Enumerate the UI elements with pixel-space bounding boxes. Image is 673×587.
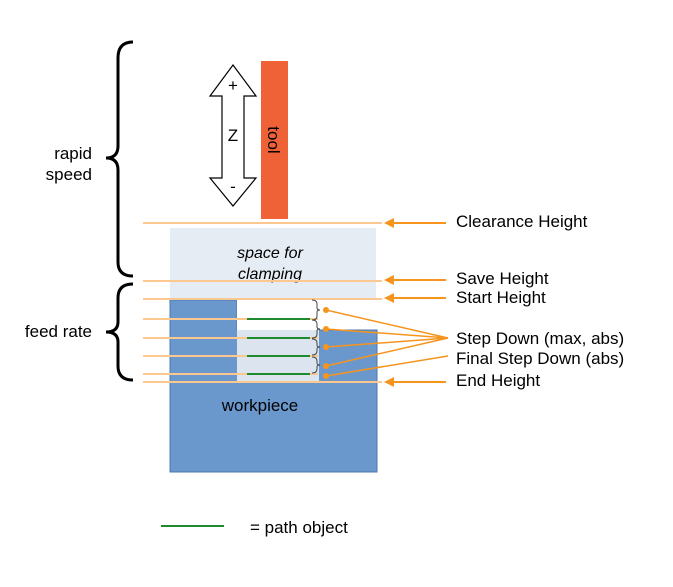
- z-minus-label: -: [230, 177, 236, 196]
- step-dot: [323, 373, 329, 379]
- step-dot: [323, 363, 329, 369]
- step-down-leaders: [325, 309, 449, 377]
- step-dot: [323, 344, 329, 350]
- step-dot: [323, 307, 329, 313]
- end-height-label: End Height: [456, 371, 540, 390]
- step-leader: [325, 337, 449, 348]
- feed-rate-brace: [105, 282, 134, 382]
- z-plus-label: +: [228, 76, 238, 95]
- z-axis-label: Z: [228, 126, 238, 145]
- clamping-space: [170, 228, 376, 300]
- legend-label: = path object: [250, 518, 348, 537]
- workpiece-label: workpiece: [221, 396, 299, 415]
- clearance-height-label: Clearance Height: [456, 212, 588, 231]
- feed-rate-label: feed rate: [25, 322, 92, 341]
- step-brace: [311, 299, 321, 321]
- step-brace: [311, 319, 321, 339]
- step-dot: [323, 326, 329, 332]
- step-leader: [325, 337, 449, 367]
- step-braces: [311, 299, 321, 374]
- start-height-label: Start Height: [456, 288, 546, 307]
- clamping-label-line1: space for: [237, 245, 303, 262]
- tool: [261, 61, 288, 219]
- final-step-down-label: Final Step Down (abs): [456, 349, 624, 368]
- z-axis-double-arrow: [208, 63, 258, 207]
- save-height-label: Save Height: [456, 269, 549, 288]
- step-dots: [323, 307, 329, 379]
- clamping-label-line2: clamping: [238, 266, 302, 283]
- step-leader: [325, 309, 449, 339]
- step-brace: [311, 356, 321, 374]
- rapid-speed-brace: [105, 40, 134, 278]
- pocket: [237, 300, 319, 330]
- height-arrows: [384, 218, 446, 387]
- step-brace: [311, 338, 321, 356]
- final-step-leader: [325, 355, 449, 377]
- tool-label: tool: [264, 126, 283, 153]
- step-down-label: Step Down (max, abs): [456, 329, 624, 348]
- rapid-speed-label-line2: speed: [46, 165, 92, 184]
- rapid-speed-label-line1: rapid: [54, 144, 92, 163]
- step-leader: [325, 328, 449, 339]
- path-objects: [247, 318, 310, 375]
